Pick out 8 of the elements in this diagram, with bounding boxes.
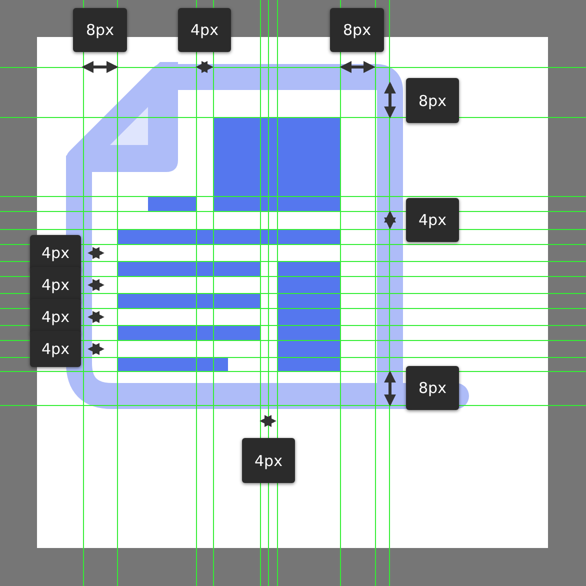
dimension-label: 8px — [330, 8, 384, 52]
dimension-label: 4px — [406, 198, 459, 242]
dimension-label: 8px — [406, 366, 459, 410]
dimension-label: 8px — [406, 78, 459, 123]
dimension-label: 4px — [30, 331, 81, 367]
dimension-label: 4px — [178, 8, 231, 52]
dimension-label: 8px — [73, 8, 127, 52]
dimension-label: 4px — [242, 438, 295, 483]
